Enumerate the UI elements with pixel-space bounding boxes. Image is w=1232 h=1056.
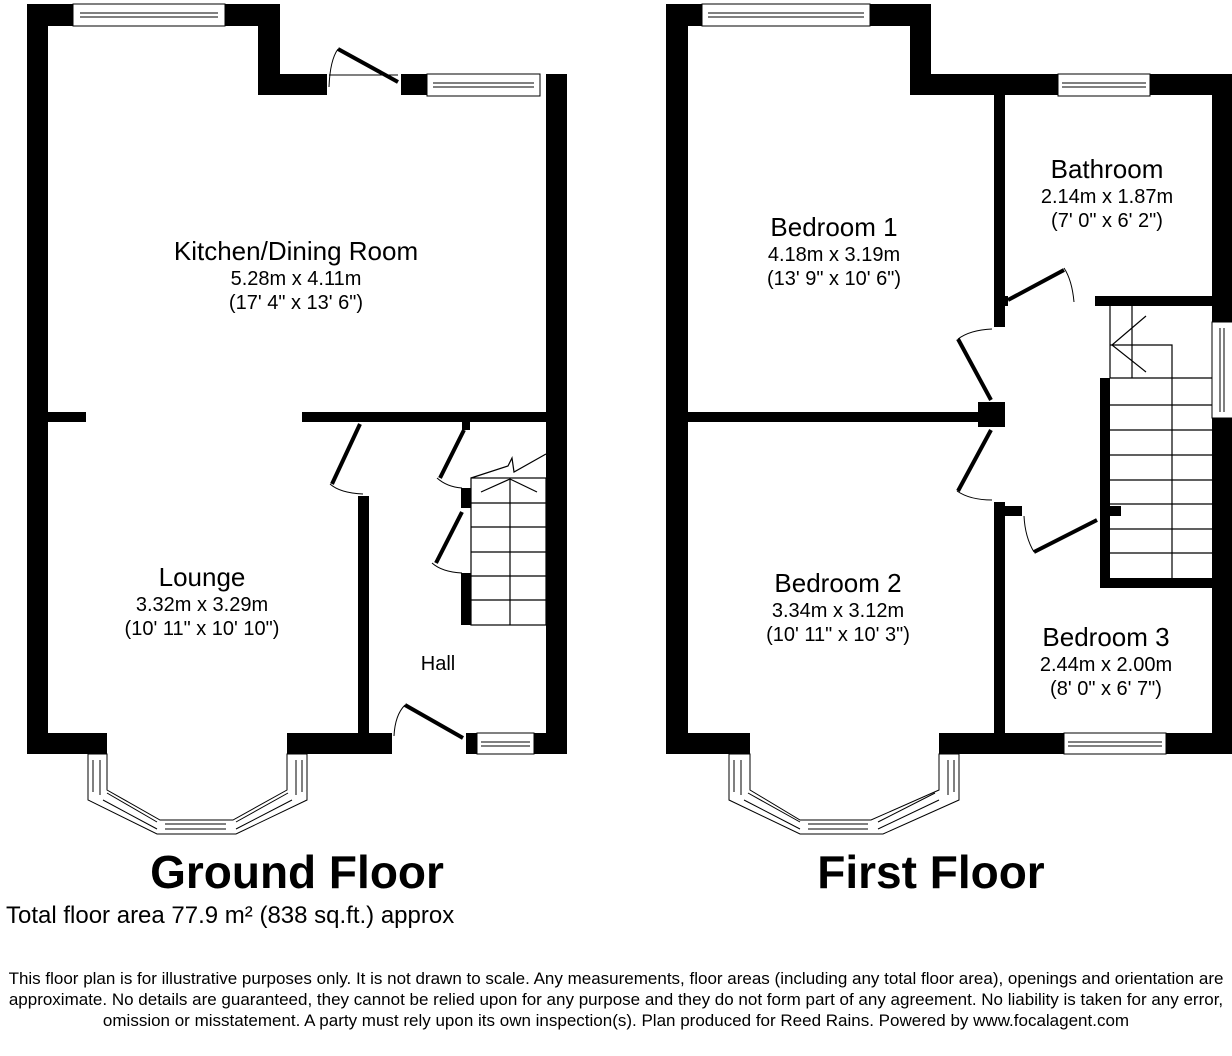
room-hall: Hall — [420, 653, 456, 675]
room-name: Bedroom 1 — [770, 212, 898, 242]
first-floor-stairs — [1109, 306, 1212, 578]
room-name: Bedroom 2 — [774, 568, 902, 598]
ground-floor-title: Ground Floor — [150, 846, 444, 898]
room-bedroom-2: Bedroom 2 3.34m x 3.12m (10' 11" x 10' 3… — [766, 568, 910, 647]
total-floor-area: Total floor area 77.9 m² (838 sq.ft.) ap… — [6, 902, 455, 929]
room-name: Lounge — [158, 562, 246, 592]
ground-floor-stairs — [470, 453, 547, 626]
ground-floor-doors — [328, 47, 466, 740]
room-bedroom-3: Bedroom 3 2.44m x 2.00m (8' 0" x 6' 7") — [1040, 622, 1172, 701]
room-bedroom-1: Bedroom 1 4.18m x 3.19m (13' 9" x 10' 6"… — [767, 212, 901, 291]
ground-floor-walls — [27, 4, 567, 754]
room-imperial: (10' 11" x 10' 10") — [124, 618, 280, 641]
first-floor-windows — [701, 3, 1232, 835]
room-name: Bedroom 3 — [1042, 622, 1170, 652]
room-metric: 2.44m x 2.00m — [1039, 654, 1173, 677]
room-metric: 4.18m x 3.19m — [767, 244, 901, 267]
room-imperial: (8' 0" x 6' 7") — [1050, 678, 1162, 701]
room-metric: 3.32m x 3.29m — [135, 594, 269, 617]
room-imperial: (17' 4" x 13' 6") — [228, 292, 364, 315]
ground-floor-windows — [72, 3, 541, 835]
room-metric: 2.14m x 1.87m — [1040, 186, 1174, 209]
first-floor-title: First Floor — [817, 846, 1045, 898]
room-bathroom: Bathroom 2.14m x 1.87m (7' 0" x 6' 2") — [1041, 154, 1173, 233]
room-metric: 5.28m x 4.11m — [230, 268, 362, 291]
room-metric: 3.34m x 3.12m — [771, 600, 905, 623]
room-name: Kitchen/Dining Room — [173, 236, 419, 266]
room-imperial: (13' 9" x 10' 6") — [766, 268, 902, 291]
room-name: Bathroom — [1050, 154, 1164, 184]
room-imperial: (10' 11" x 10' 3") — [766, 624, 910, 647]
first-floor-doors — [956, 267, 1098, 554]
disclaimer: This floor plan is for illustrative purp… — [8, 969, 1224, 1030]
room-lounge: Lounge 3.32m x 3.29m (10' 11" x 10' 10") — [125, 562, 280, 641]
room-kitchen-dining: Kitchen/Dining Room 5.28m x 4.11m (17' 4… — [174, 236, 418, 315]
room-imperial: (7' 0" x 6' 2") — [1051, 210, 1163, 233]
